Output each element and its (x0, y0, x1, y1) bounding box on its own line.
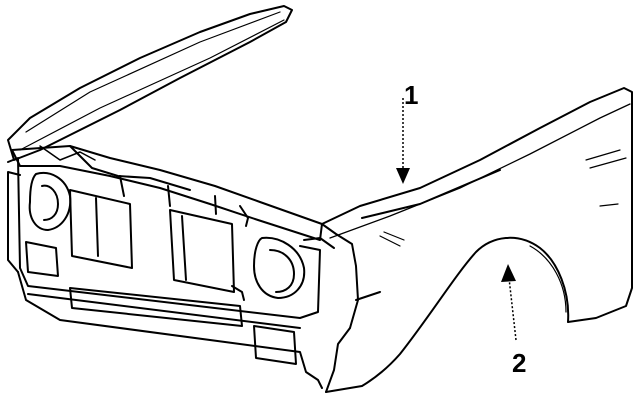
callout-2-arrowhead (501, 264, 516, 282)
front-panel (7, 157, 321, 319)
hood (7, 5, 293, 161)
callout-1-arrowhead (396, 168, 410, 184)
callout-2-leader (508, 277, 517, 341)
radiator-support (11, 145, 323, 241)
lower-valance (17, 241, 323, 389)
callout-2: 2 (501, 264, 526, 378)
fender (303, 87, 633, 393)
callout-2-label: 2 (512, 348, 526, 378)
callout-1: 1 (396, 80, 418, 184)
callout-1-label: 1 (404, 80, 418, 110)
